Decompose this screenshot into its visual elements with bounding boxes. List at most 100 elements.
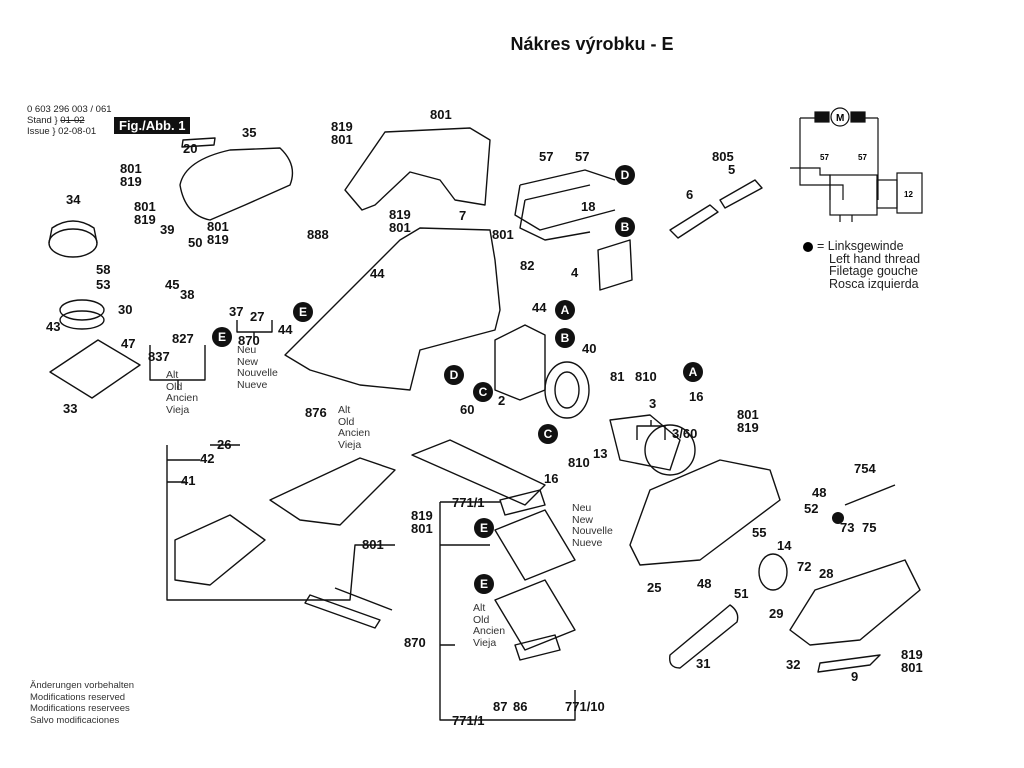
part-label-5: 5: [728, 162, 736, 177]
part-label-801a: 801 819: [120, 161, 142, 189]
armature-part: [609, 414, 681, 471]
part-label-75: 75: [862, 520, 877, 535]
part-label-801s: 801: [362, 537, 384, 552]
legend-line-3: Filetage gouche: [829, 264, 918, 278]
part-label-29: 29: [769, 606, 784, 621]
part-label-870b: 870: [404, 635, 426, 650]
part-label-28: 28: [819, 566, 834, 581]
part-label-50: 50: [188, 235, 203, 250]
part-label-801b: 801 819: [134, 199, 156, 227]
legend: = Linksgewinde Left hand thread Filetage…: [803, 240, 920, 290]
page-title: Nákres výrobku - E: [510, 34, 674, 54]
part-label-3: 3: [649, 396, 657, 411]
part-label-40: 40: [582, 341, 597, 356]
part-label-43: 43: [46, 319, 61, 334]
part-label-35: 35: [242, 125, 257, 140]
part-label-876: 876: [305, 405, 327, 420]
depth-knob-part: [48, 228, 98, 258]
part-label-81: 81: [610, 369, 625, 384]
wire-label-right: 57: [858, 153, 867, 162]
connection-badge-c: C: [473, 382, 493, 402]
part-label-16a: 16: [689, 389, 704, 404]
stator-part: [494, 324, 546, 401]
part-label-360: 3/60: [672, 426, 698, 441]
depth-ring-part: [59, 299, 105, 321]
left-hand-thread-marker: [832, 512, 844, 524]
part-label-34: 34: [66, 192, 81, 207]
part-label-827: 827: [172, 331, 194, 346]
part-label-44c: 44: [532, 300, 547, 315]
footer-line-3: Modifications reservees: [30, 703, 130, 714]
part-label-801h: 801: [492, 227, 514, 242]
wire-loops-part: [514, 169, 616, 241]
note-old-2: Alt Old Ancien Vieja: [338, 404, 371, 451]
part-label-26: 26: [217, 437, 232, 452]
note-new-1: Neu New Nouvelle Nueve: [237, 344, 278, 391]
part-label-47: 47: [121, 336, 136, 351]
connection-badge-e: E: [474, 518, 494, 538]
part-label-810a: 810: [635, 369, 657, 384]
part-label-888: 888: [307, 227, 329, 242]
note-old-1: Alt Old Ancien Vieja: [166, 369, 199, 416]
part-label-805: 805: [712, 149, 734, 164]
left-hand-thread-icon: [803, 241, 813, 252]
part-label-819m: 819 801: [389, 207, 411, 235]
blade-drum-new-part: [494, 509, 576, 581]
part-label-18: 18: [581, 199, 596, 214]
part-label-7: 7: [459, 208, 467, 223]
part-label-51: 51: [734, 586, 749, 601]
part-label-86: 86: [513, 699, 528, 714]
front-shoe-part: [174, 514, 266, 586]
tube-part: [411, 439, 546, 506]
connection-badge-e: E: [293, 302, 313, 322]
part-label-819t: 819 801: [331, 119, 353, 147]
part-label-39: 39: [160, 222, 175, 237]
part-label-45: 45: [165, 277, 180, 292]
part-label-27: 27: [250, 309, 265, 324]
part-label-48b: 48: [697, 576, 712, 591]
issue-value: 02-08-01: [58, 126, 97, 137]
part-label-53: 53: [96, 277, 111, 292]
wrench-part: [844, 484, 896, 506]
part-label-48a: 48: [812, 485, 827, 500]
part-label-57a: 57: [539, 149, 554, 164]
part-label-810b: 810: [568, 455, 590, 470]
figure-label: Fig./Abb. 1: [114, 117, 191, 134]
part-label-33: 33: [63, 401, 78, 416]
part-label-42: 42: [200, 451, 215, 466]
part-label-14: 14: [777, 538, 792, 553]
note-old-3: Alt Old Ancien Vieja: [473, 602, 506, 649]
stand-label: Stand: [27, 115, 52, 126]
legend-line-2: Left hand thread: [829, 251, 921, 266]
plug-part: [719, 179, 763, 209]
part-label-82: 82: [520, 258, 535, 273]
part-number: 0 603 296 003 / 061: [27, 104, 112, 115]
switch-label: 12: [904, 190, 913, 199]
connection-badge-b: B: [555, 328, 575, 348]
top-cover-part: [344, 127, 491, 211]
part-label-30: 30: [118, 302, 133, 317]
part-label-16b: 16: [544, 471, 559, 486]
cord-part: [669, 204, 719, 239]
side-cover-part: [789, 559, 921, 646]
drawing-meta: 0 603 296 003 / 061 Stand } 01-02 Issue …: [27, 104, 112, 137]
part-label-7711a: 771/1: [452, 495, 485, 510]
issue-label: Issue: [27, 126, 50, 137]
part-label-6: 6: [686, 187, 694, 202]
part-label-20: 20: [183, 141, 198, 156]
footer-line-4: Salvo modificaciones: [30, 714, 120, 726]
part-label-60: 60: [460, 402, 475, 417]
footer-line-1: Änderungen vorbehalten: [30, 680, 135, 691]
part-label-819s: 819 801: [411, 508, 433, 536]
motor-symbol-label: M: [836, 113, 844, 124]
main-housing-part: [284, 227, 501, 391]
part-label-77110: 771/10: [565, 699, 605, 714]
part-label-87: 87: [493, 699, 508, 714]
footer-notice: Änderungen vorbehalten Modifications res…: [30, 680, 134, 726]
connection-badge-d: D: [444, 365, 464, 385]
connection-badge-c: C: [538, 424, 558, 444]
part-label-837: 837: [148, 349, 170, 364]
belt-cover-part: [179, 147, 294, 221]
part-label-37: 37: [229, 304, 244, 319]
